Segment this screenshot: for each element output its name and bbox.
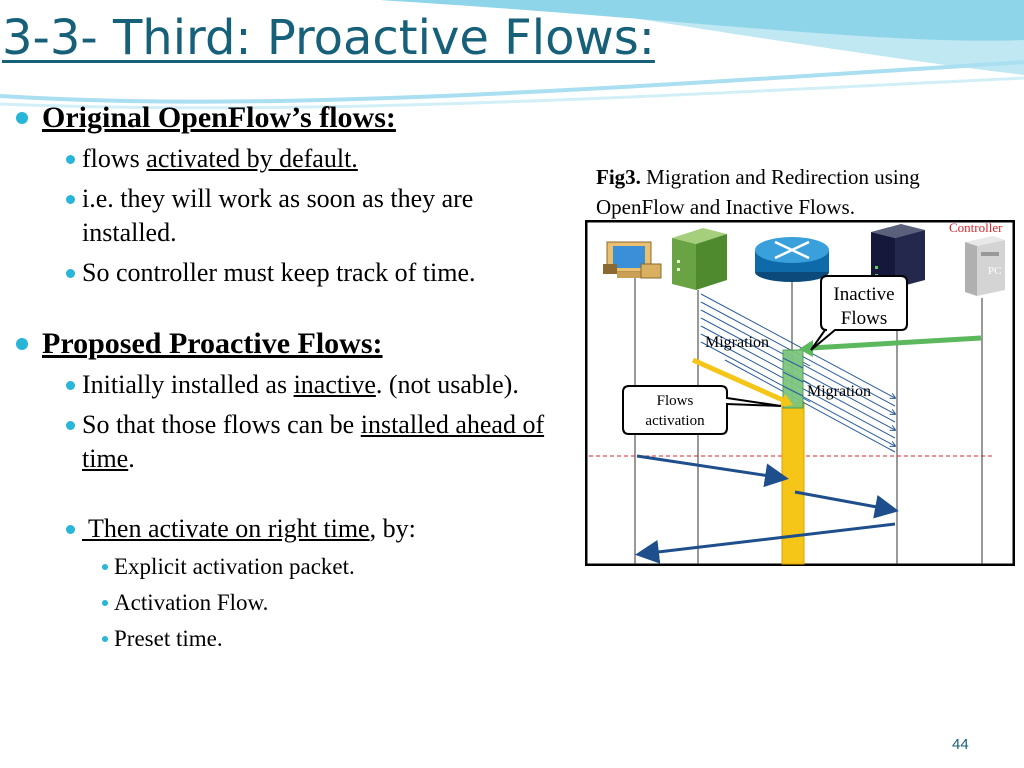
bullet-original-heading: Original OpenFlow’s flows:	[14, 100, 574, 136]
server-icon-green	[672, 228, 727, 290]
header-wave-decoration	[0, 0, 1024, 110]
bullet-orig-2: i.e. they will work as soon as they are …	[14, 182, 574, 250]
bullet-list: Original OpenFlow’s flows: flows activat…	[14, 100, 574, 660]
bullet-sub-3: Preset time.	[14, 624, 574, 654]
activation-yellow-arrow	[691, 357, 787, 404]
flows-activation-callout: Flows activation	[622, 385, 782, 435]
bullet-proposed-heading: Proposed Proactive Flows:	[14, 326, 574, 362]
bullet-orig-3: So controller must keep track of time.	[14, 256, 574, 290]
controller-pc-icon: PC	[965, 236, 1005, 296]
flow-arrows	[635, 454, 899, 564]
page-number: 44	[952, 736, 969, 753]
controller-green-arrow	[810, 335, 982, 351]
bullet-prop-2: So that those flows can be installed ahe…	[14, 408, 574, 476]
inactive-flows-line1: Inactive	[833, 284, 894, 305]
migration-column-hatch	[782, 357, 804, 397]
computer-icon	[603, 241, 662, 279]
migration-label-2: Migration	[807, 383, 871, 400]
slide-title: 3-3- Third: Proactive Flows:	[2, 10, 655, 66]
inactive-flows-line2: Flows	[841, 308, 887, 329]
flows-activation-line1: Flows	[657, 393, 694, 409]
router-icon	[755, 237, 829, 282]
figure-caption: Fig3. Migration and Redirection using Op…	[596, 165, 920, 219]
migration-label-1: Migration	[705, 334, 769, 351]
activation-bar	[781, 401, 805, 565]
bullet-sub-1: Explicit activation packet.	[14, 552, 574, 582]
bullet-prop-3: Then activate on right time, by:	[14, 512, 574, 546]
inactive-flows-callout: Inactive Flows	[810, 275, 908, 351]
flows-activation-line2: activation	[645, 413, 705, 429]
controller-label: Controller	[949, 220, 1003, 235]
pc-label: PC	[988, 265, 1001, 277]
server-icon-dark	[871, 224, 925, 288]
bullet-sub-2: Activation Flow.	[14, 588, 574, 618]
bullet-orig-1: flows activated by default.	[14, 142, 574, 176]
migration-diagram: PC Controller Inactive Flows Flows activ…	[585, 220, 1015, 566]
bullet-prop-1: Initially installed as inactive. (not us…	[14, 368, 574, 402]
